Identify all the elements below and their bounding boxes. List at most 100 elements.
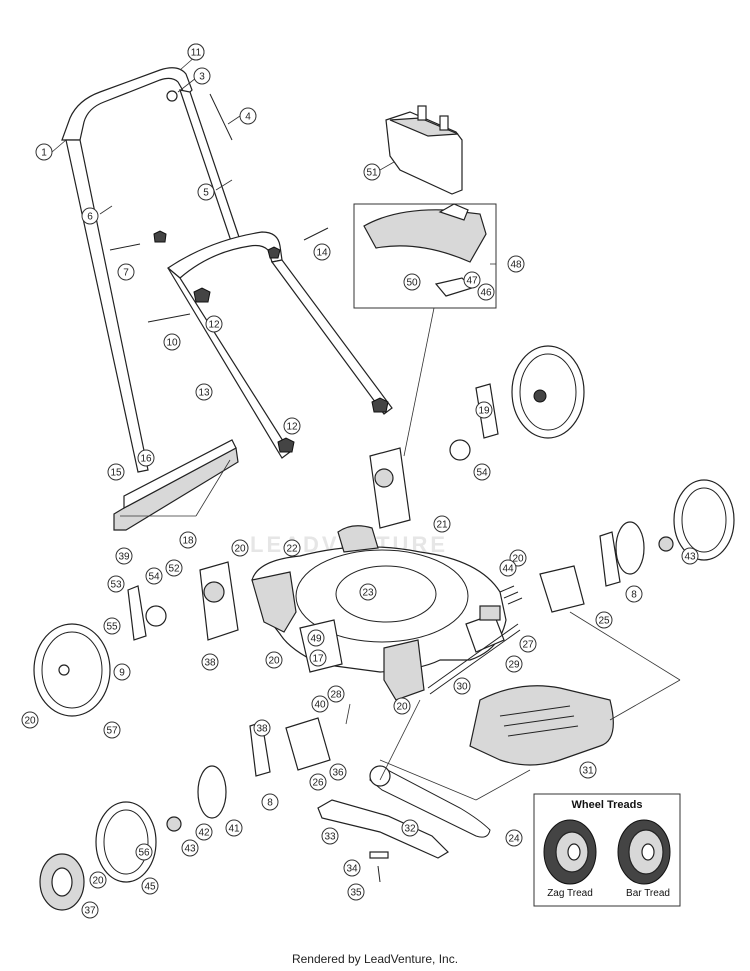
part-callout-22: 22 [283,539,301,557]
part-callout-51: 51 [363,163,381,181]
part-callout-13: 13 [195,383,213,401]
part-callout-number: 11 [191,48,202,59]
part-callout-number: 14 [316,248,328,259]
part-callout-number: 12 [208,320,220,331]
part-callout-38: 38 [201,653,219,671]
inset-title: Wheel Treads [572,799,643,811]
handle-hardware [109,93,329,323]
part-callout-14: 14 [313,243,331,261]
part-callout-number: 40 [314,700,326,711]
part-callout-number: 54 [148,572,160,583]
part-callout-12: 12 [205,315,223,333]
part-callout-49: 49 [307,629,325,647]
part-callout-number: 8 [631,590,637,601]
part-callout-number: 12 [286,422,298,433]
part-callout-number: 32 [404,824,416,835]
front-right-wheel [673,479,735,561]
part-callout-6: 6 [81,207,99,225]
part-callout-number: 33 [324,832,336,843]
part-callout-number: 50 [406,278,418,289]
part-callout-number: 39 [118,552,130,563]
part-callout-25: 25 [595,611,613,629]
part-callout-43: 43 [181,839,199,857]
rear-left-wheel [33,623,111,717]
part-callout-39: 39 [115,547,133,565]
part-callout-number: 42 [198,828,210,839]
part-callout-number: 20 [396,702,408,713]
part-callout-number: 38 [204,658,216,669]
part-callout-number: 43 [684,552,696,563]
part-callout-number: 20 [512,554,524,565]
rear-right-wheel [511,345,585,439]
part-callout-1: 1 [35,143,53,161]
upper-handle [61,67,241,473]
part-callout-number: 51 [366,168,378,179]
part-callout-number: 47 [466,276,478,287]
part-callout-40: 40 [311,695,329,713]
part-callout-9: 9 [113,663,131,681]
discharge-chute [469,685,614,766]
mulch-plug [363,203,487,297]
part-callout-number: 37 [84,906,96,917]
part-callout-number: 57 [106,726,118,737]
part-callout-number: 20 [24,716,36,727]
height-adjusters [127,383,621,777]
part-callout-16: 16 [137,449,155,467]
part-callout-34: 34 [343,859,361,877]
bar-tread-wheel [617,819,671,885]
part-callout-20: 20 [393,697,411,715]
part-callout-10: 10 [163,333,181,351]
part-callout-number: 22 [286,544,298,555]
part-callout-7: 7 [117,263,135,281]
part-callout-35: 35 [347,883,365,901]
inset-label-zag: Zag Tread [547,888,593,899]
part-callout-8: 8 [261,793,279,811]
blade [317,799,449,883]
front-left-wheel [95,801,157,883]
part-callout-42: 42 [195,823,213,841]
part-callout-number: 9 [119,668,125,679]
part-callout-54: 54 [145,567,163,585]
part-callout-5: 5 [197,183,215,201]
part-callout-number: 19 [478,406,490,417]
part-callout-36: 36 [329,763,347,781]
hubcap [39,853,85,911]
wheel-gears [145,439,674,832]
part-callout-number: 27 [522,640,534,651]
part-callout-number: 43 [184,844,196,855]
part-callout-52: 52 [165,559,183,577]
part-callout-3: 3 [193,67,211,85]
part-callout-number: 26 [312,778,324,789]
part-callout-20: 20 [89,871,107,889]
part-callout-number: 48 [510,260,522,271]
part-callout-number: 23 [362,588,374,599]
part-callout-number: 53 [110,580,122,591]
drive-components [369,585,523,838]
part-callout-18: 18 [179,531,197,549]
mulch-kit-box [353,203,497,309]
part-callout-29: 29 [505,655,523,673]
leader-lines [51,55,681,801]
part-callout-number: 1 [41,148,47,159]
part-callout-number: 21 [436,520,448,531]
part-callout-number: 16 [140,454,152,465]
part-callout-45: 45 [141,877,159,895]
part-callout-number: 28 [330,690,342,701]
part-callout-number: 49 [310,634,322,645]
part-callout-number: 6 [87,212,93,223]
part-callout-number: 24 [508,834,520,845]
part-callout-8: 8 [625,585,643,603]
part-callout-28: 28 [327,685,345,703]
part-callout-26: 26 [309,773,327,791]
part-callout-57: 57 [103,721,121,739]
part-callout-17: 17 [309,649,327,667]
rear-flap [113,439,239,531]
part-callout-30: 30 [453,677,471,695]
part-callout-number: 15 [110,468,122,479]
part-callout-number: 46 [480,288,492,299]
part-callout-21: 21 [433,515,451,533]
rear-door-assembly [385,105,463,195]
part-callout-32: 32 [401,819,419,837]
footer-credit: Rendered by LeadVenture, Inc. [291,952,459,966]
part-callout-number: 29 [508,660,520,671]
